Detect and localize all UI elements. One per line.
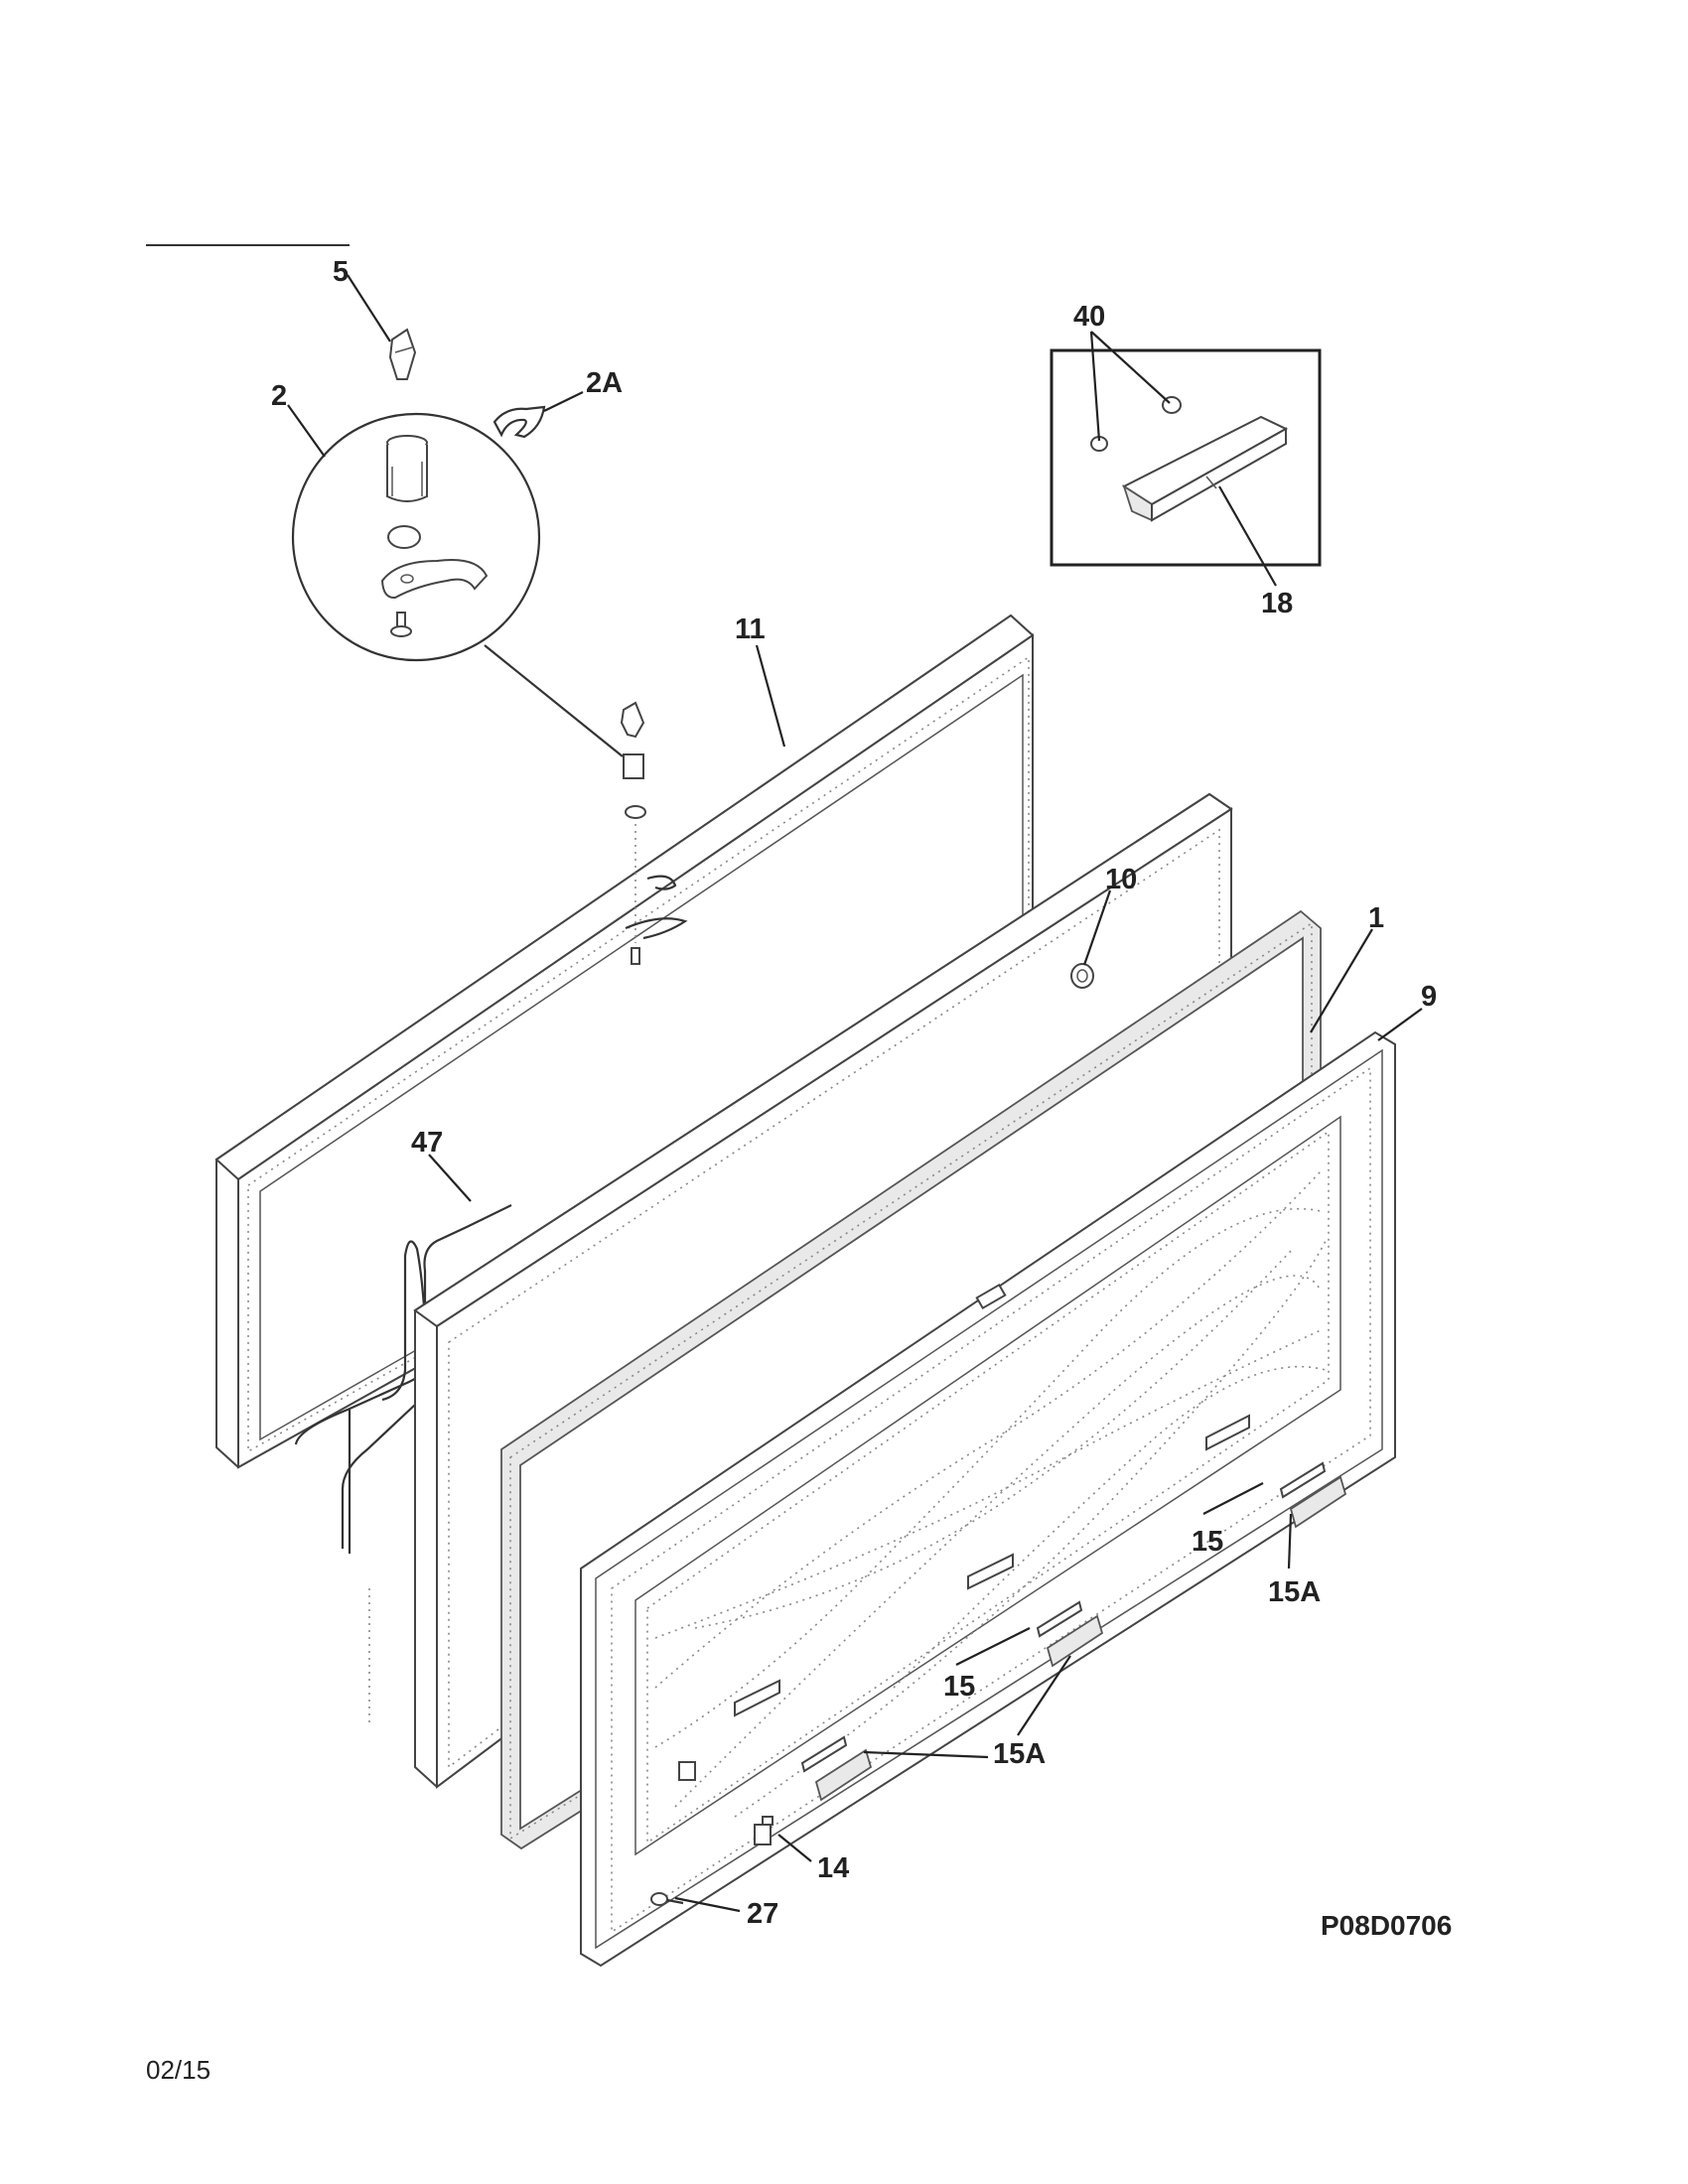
inner-door-liner — [580, 1030, 1396, 1968]
leader-lines — [287, 274, 1423, 1913]
plug-button — [1070, 963, 1094, 989]
screw — [650, 1892, 684, 1906]
callout-10: 10 — [1105, 864, 1137, 895]
callout-2a: 2A — [586, 367, 623, 399]
lock-key — [388, 328, 417, 380]
lock-assembly-installed — [620, 701, 688, 965]
callout-15a-right: 15A — [1268, 1576, 1321, 1608]
revision-date: 02/15 — [146, 2055, 211, 2085]
hinge-cover-right — [800, 1461, 1347, 1802]
callout-2: 2 — [271, 380, 287, 412]
callout-11: 11 — [735, 614, 766, 645]
handle-inset-box — [1050, 348, 1322, 567]
callout-9: 9 — [1421, 981, 1437, 1013]
callout-18: 18 — [1261, 588, 1293, 619]
callout-1: 1 — [1368, 902, 1384, 934]
callout-15a-middle: 15A — [993, 1738, 1046, 1770]
door-switch — [754, 1816, 774, 1845]
callout-15-middle: 15 — [943, 1671, 975, 1703]
lock-clip — [492, 405, 546, 439]
callout-40: 40 — [1073, 301, 1105, 333]
lock-detail-circle — [291, 412, 624, 757]
callout-15-right: 15 — [1192, 1526, 1223, 1558]
callout-47: 47 — [411, 1127, 443, 1159]
diagram-code: P08D0706 — [1321, 1910, 1452, 1941]
callout-14: 14 — [817, 1852, 849, 1884]
callout-5: 5 — [333, 256, 349, 288]
callout-27: 27 — [747, 1898, 778, 1930]
outer-door-panel — [214, 614, 1035, 1469]
